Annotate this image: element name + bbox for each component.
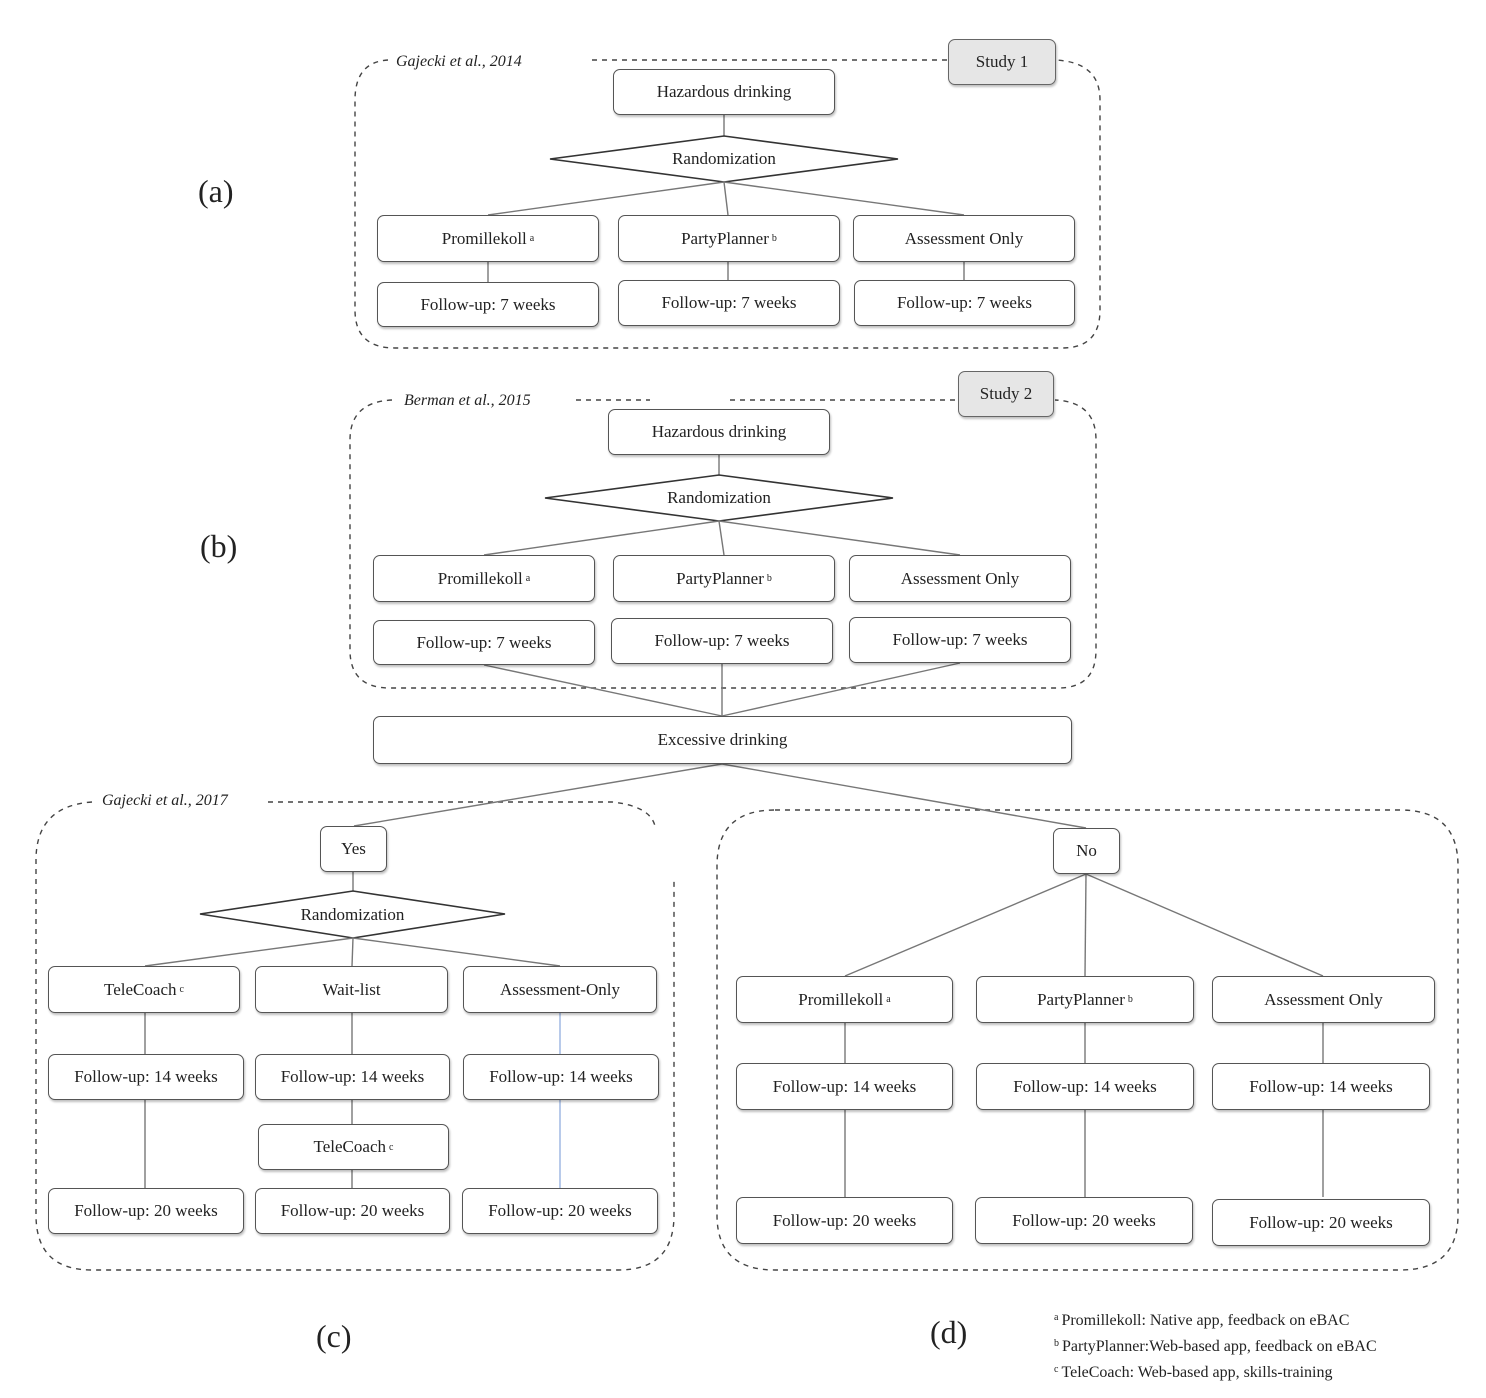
study2-start-box: Hazardous drinking (608, 409, 830, 455)
study2-randomization-label: Randomization (667, 488, 771, 507)
no-followup14-3: Follow-up: 14 weeks (1212, 1063, 1430, 1110)
study1-tag: Study 1 (948, 39, 1056, 85)
no-followup20-2: Follow-up: 20 weeks (975, 1197, 1193, 1244)
study1-start-box: Hazardous drinking (613, 69, 835, 115)
study1-followup-1: Follow-up: 7 weeks (377, 282, 599, 327)
yes-followup20-2: Follow-up: 20 weeks (255, 1188, 450, 1234)
no-followup14-2: Follow-up: 14 weeks (976, 1063, 1194, 1110)
panel-label-c: (c) (316, 1318, 352, 1354)
panel-label-d: (d) (930, 1314, 968, 1350)
dashed-outlines (35, 59, 1459, 1271)
study1-followup-2: Follow-up: 7 weeks (618, 280, 840, 326)
solid-connectors (144, 115, 1324, 1197)
yes-followup14-2: Follow-up: 14 weeks (255, 1054, 450, 1100)
yes-arm-waitlist: Wait-list (255, 966, 448, 1013)
study2-followup-2: Follow-up: 7 weeks (611, 618, 833, 664)
study2-tag: Study 2 (958, 371, 1054, 417)
yes-followup14-3: Follow-up: 14 weeks (463, 1054, 659, 1100)
yes-followup20-1: Follow-up: 20 weeks (48, 1188, 244, 1234)
no-followup20-3: Follow-up: 20 weeks (1212, 1199, 1430, 1246)
study2-followup-1: Follow-up: 7 weeks (373, 620, 595, 665)
study1-randomization-label: Randomization (672, 149, 776, 168)
study1-randomization-diamond (549, 135, 899, 183)
study1-followup-3: Follow-up: 7 weeks (854, 280, 1075, 326)
yes-randomization-label: Randomization (300, 905, 405, 924)
no-followup20-1: Follow-up: 20 weeks (736, 1197, 953, 1244)
yes-branch-citation: Gajecki et al., 2017 (98, 792, 232, 810)
study1-citation: Gajecki et al., 2014 (392, 53, 526, 71)
no-node: No (1053, 828, 1120, 874)
study2-randomization-diamond (544, 474, 894, 522)
yes-randomization-diamond (199, 890, 506, 939)
panel-label-a: (a) (198, 173, 234, 209)
yes-followup14-1: Follow-up: 14 weeks (48, 1054, 244, 1100)
no-arm-assessment: Assessment Only (1212, 976, 1435, 1023)
yes-node: Yes (320, 826, 387, 872)
yes-followup20-3: Follow-up: 20 weeks (462, 1188, 658, 1234)
panel-label-b: (b) (200, 528, 238, 564)
no-followup14-1: Follow-up: 14 weeks (736, 1063, 953, 1110)
excessive-drinking-box: Excessive drinking (373, 716, 1072, 764)
study2-followup-3: Follow-up: 7 weeks (849, 617, 1071, 663)
study2-citation: Berman et al., 2015 (400, 392, 535, 410)
yes-arm-assessment: Assessment-Only (463, 966, 657, 1013)
study2-arm-assessment: Assessment Only (849, 555, 1071, 602)
study1-arm-assessment: Assessment Only (853, 215, 1075, 262)
